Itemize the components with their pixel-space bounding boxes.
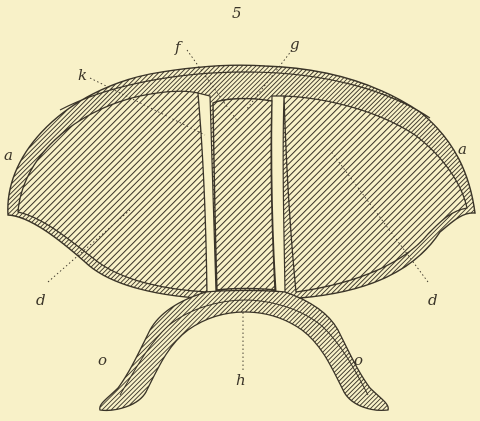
central-column [213, 99, 275, 290]
figure-number: 5 [232, 4, 242, 22]
label-h: h [236, 371, 246, 389]
right-mass [284, 96, 467, 292]
label-g: g [290, 35, 300, 53]
label-a-right: a [458, 140, 467, 158]
label-f: f [174, 38, 183, 56]
label-d-right: d [428, 291, 438, 309]
label-a-left: a [4, 146, 13, 164]
lower-arch [100, 291, 389, 411]
left-mass [18, 91, 207, 292]
label-o-right: o [354, 351, 363, 369]
label-k: k [78, 66, 87, 84]
label-o-left: o [98, 351, 107, 369]
label-d-left: d [36, 291, 46, 309]
